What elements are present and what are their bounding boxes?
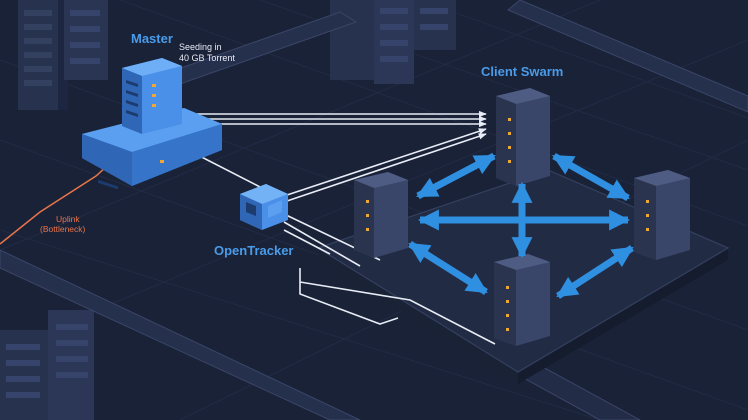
master-status-line-2: 40 GB Torrent	[179, 53, 235, 63]
swarm-server-top	[496, 88, 550, 186]
swarm-server-right	[634, 170, 690, 260]
tracker-box	[240, 184, 288, 230]
swarm-title: Client Swarm	[481, 64, 564, 79]
swarm-server-bottom	[494, 254, 550, 346]
uplink-label-line-2: (Bottleneck)	[40, 224, 86, 234]
swarm-server-left	[354, 172, 408, 258]
rack-top-left	[18, 0, 68, 110]
uplink-label-line-1: Uplink	[56, 214, 80, 224]
master-status-line-1: Seeding in	[179, 42, 222, 52]
tracker-wires	[182, 110, 496, 345]
rack-top-center	[330, 0, 456, 84]
master-title: Master	[131, 31, 173, 46]
master-server	[82, 58, 222, 190]
rack-bottom-left	[0, 310, 94, 420]
tracker-title: OpenTracker	[214, 243, 294, 258]
peer-arrows	[408, 152, 634, 299]
background-server-racks	[0, 0, 456, 420]
rack-top-left-2	[64, 0, 108, 80]
